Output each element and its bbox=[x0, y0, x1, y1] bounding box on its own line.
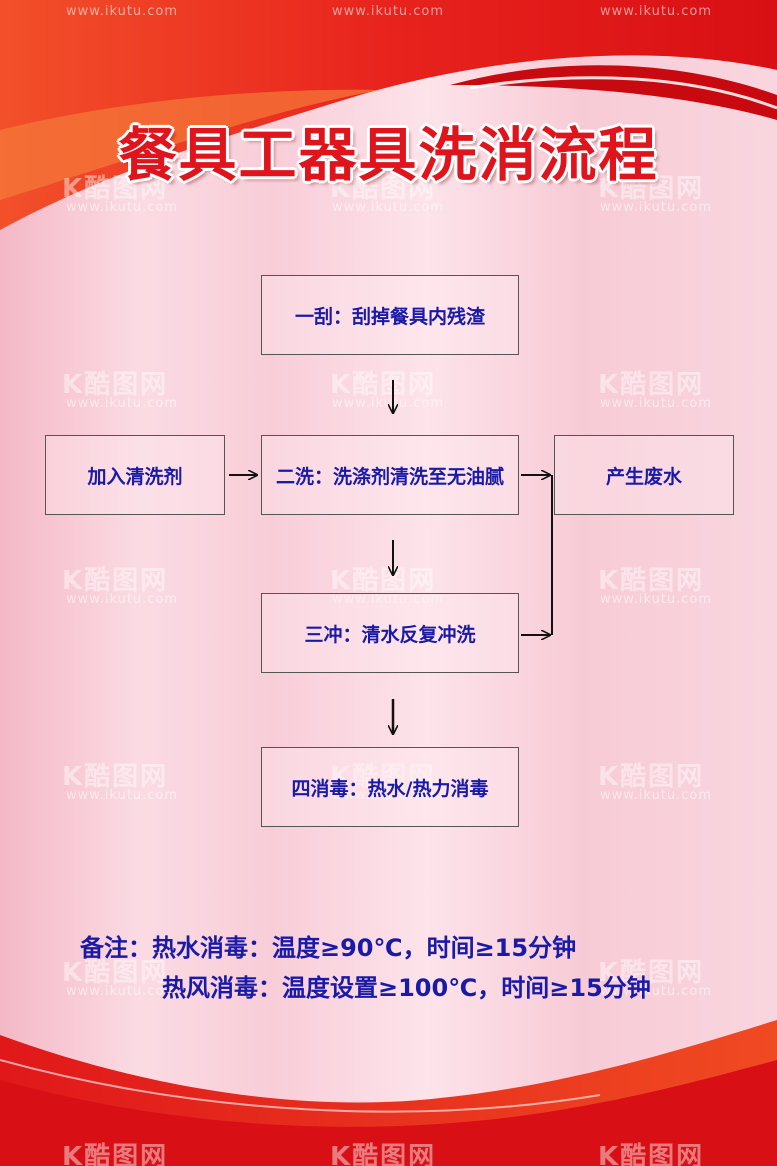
watermark-logo: K酷图网 bbox=[330, 370, 437, 400]
watermark-logo: K酷图网 bbox=[598, 370, 705, 400]
watermark-logo: K酷图网 bbox=[62, 1142, 169, 1166]
step-wash-label: 二洗：洗涤剂清洗至无油腻 bbox=[275, 465, 504, 488]
step-wash-box: 二洗：洗涤剂清洗至无油腻 bbox=[261, 435, 519, 515]
watermark-logo: K酷图网 bbox=[62, 174, 169, 204]
watermark-logo: K酷图网 bbox=[62, 958, 169, 988]
watermark-logo: K酷图网 bbox=[62, 762, 169, 792]
watermark-url: www.ikutu.com bbox=[600, 592, 713, 607]
step-scrape-box: 一刮：刮掉餐具内残渣 bbox=[261, 275, 519, 355]
watermark-logo: K酷图网 bbox=[598, 1142, 705, 1166]
notes-hot-water: 热水消毒：温度≥90℃，时间≥15分钟 bbox=[152, 934, 577, 962]
page-title: 餐具工器具洗消流程 bbox=[118, 121, 659, 189]
step-rinse-label: 三冲：清水反复冲洗 bbox=[304, 623, 476, 646]
step-disinfect-box: 四消毒：热水/热力消毒 bbox=[261, 747, 519, 827]
watermark-url: www.ikutu.com bbox=[66, 4, 179, 19]
step-wastewater-box: 产生废水 bbox=[554, 435, 734, 515]
notes-hot-air: 热风消毒：温度设置≥100℃，时间≥15分钟 bbox=[162, 974, 651, 1002]
watermark-url: www.ikutu.com bbox=[66, 788, 179, 803]
watermark-logo: K酷图网 bbox=[330, 566, 437, 596]
step-detergent-box: 加入清洗剂 bbox=[45, 435, 225, 515]
watermark-logo: K酷图网 bbox=[62, 370, 169, 400]
watermark-url: www.ikutu.com bbox=[332, 4, 445, 19]
step-rinse-box: 三冲：清水反复冲洗 bbox=[261, 593, 519, 673]
watermark-url: www.ikutu.com bbox=[66, 592, 179, 607]
watermark-url: www.ikutu.com bbox=[600, 200, 713, 215]
watermark-logo: K酷图网 bbox=[598, 762, 705, 792]
watermark-url: www.ikutu.com bbox=[332, 200, 445, 215]
step-detergent-label: 加入清洗剂 bbox=[87, 465, 183, 488]
notes-row-1: 备注：热水消毒：温度≥90℃，时间≥15分钟 bbox=[80, 928, 651, 968]
step-disinfect-label: 四消毒：热水/热力消毒 bbox=[291, 777, 489, 800]
watermark-url: www.ikutu.com bbox=[66, 396, 179, 411]
watermark-url: www.ikutu.com bbox=[332, 396, 445, 411]
step-scrape-label: 一刮：刮掉餐具内残渣 bbox=[294, 305, 485, 328]
watermark-logo: K酷图网 bbox=[598, 566, 705, 596]
watermark-url: www.ikutu.com bbox=[600, 984, 713, 999]
watermark-logo: K酷图网 bbox=[330, 762, 437, 792]
watermark-url: www.ikutu.com bbox=[66, 200, 179, 215]
watermark-logo: K酷图网 bbox=[330, 1142, 437, 1166]
notes-prefix: 备注： bbox=[80, 934, 152, 962]
notes-section: 备注：热水消毒：温度≥90℃，时间≥15分钟 热风消毒：温度设置≥100℃，时间… bbox=[80, 928, 651, 1008]
watermark-url: www.ikutu.com bbox=[600, 396, 713, 411]
watermark-logo: K酷图网 bbox=[62, 566, 169, 596]
watermark-logo: K酷图网 bbox=[598, 174, 705, 204]
watermark-url: www.ikutu.com bbox=[332, 788, 445, 803]
notes-row-2: 热风消毒：温度设置≥100℃，时间≥15分钟 bbox=[80, 968, 651, 1008]
watermark-logo: K酷图网 bbox=[330, 174, 437, 204]
watermark-url: www.ikutu.com bbox=[66, 984, 179, 999]
watermark-url: www.ikutu.com bbox=[332, 592, 445, 607]
watermark-logo: K酷图网 bbox=[598, 958, 705, 988]
step-wastewater-label: 产生废水 bbox=[605, 465, 682, 488]
watermark-url: www.ikutu.com bbox=[600, 788, 713, 803]
watermark-url: www.ikutu.com bbox=[600, 4, 713, 19]
